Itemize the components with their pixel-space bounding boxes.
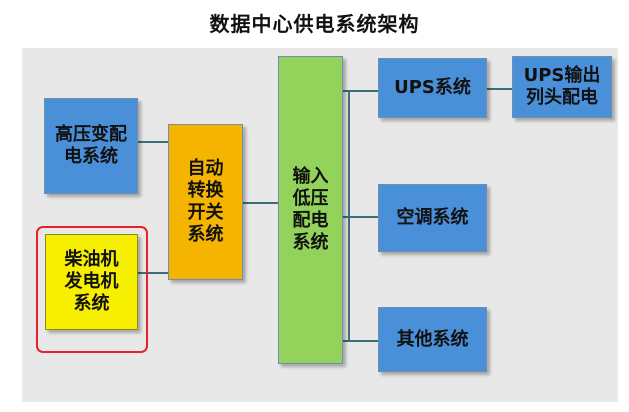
node-ats: 自动 转换 开关 系统 <box>168 124 243 280</box>
connector-bus-ups <box>348 90 378 92</box>
connector-bus-other <box>343 340 378 342</box>
node-air-conditioning: 空调系统 <box>378 184 487 252</box>
connector-bus-ac <box>343 216 378 218</box>
node-diesel-generator: 柴油机 发电机 系统 <box>45 234 138 330</box>
node-ups: UPS系统 <box>378 58 487 118</box>
connector-lv-bus <box>343 90 350 92</box>
connector-ups-upsout <box>487 88 512 90</box>
connector-hv-ats <box>138 141 168 143</box>
node-other-systems: 其他系统 <box>378 307 487 372</box>
node-hv-distribution: 高压变配 电系统 <box>44 98 138 194</box>
node-ups-output: UPS输出 列头配电 <box>512 56 612 118</box>
connector-diesel-ats <box>138 272 168 274</box>
diagram-title: 数据中心供电系统架构 <box>209 12 420 36</box>
connector-ats-lv <box>243 202 278 204</box>
node-lv-distribution: 输入 低压 配电 系统 <box>278 56 343 364</box>
highlight-frame <box>36 226 148 353</box>
